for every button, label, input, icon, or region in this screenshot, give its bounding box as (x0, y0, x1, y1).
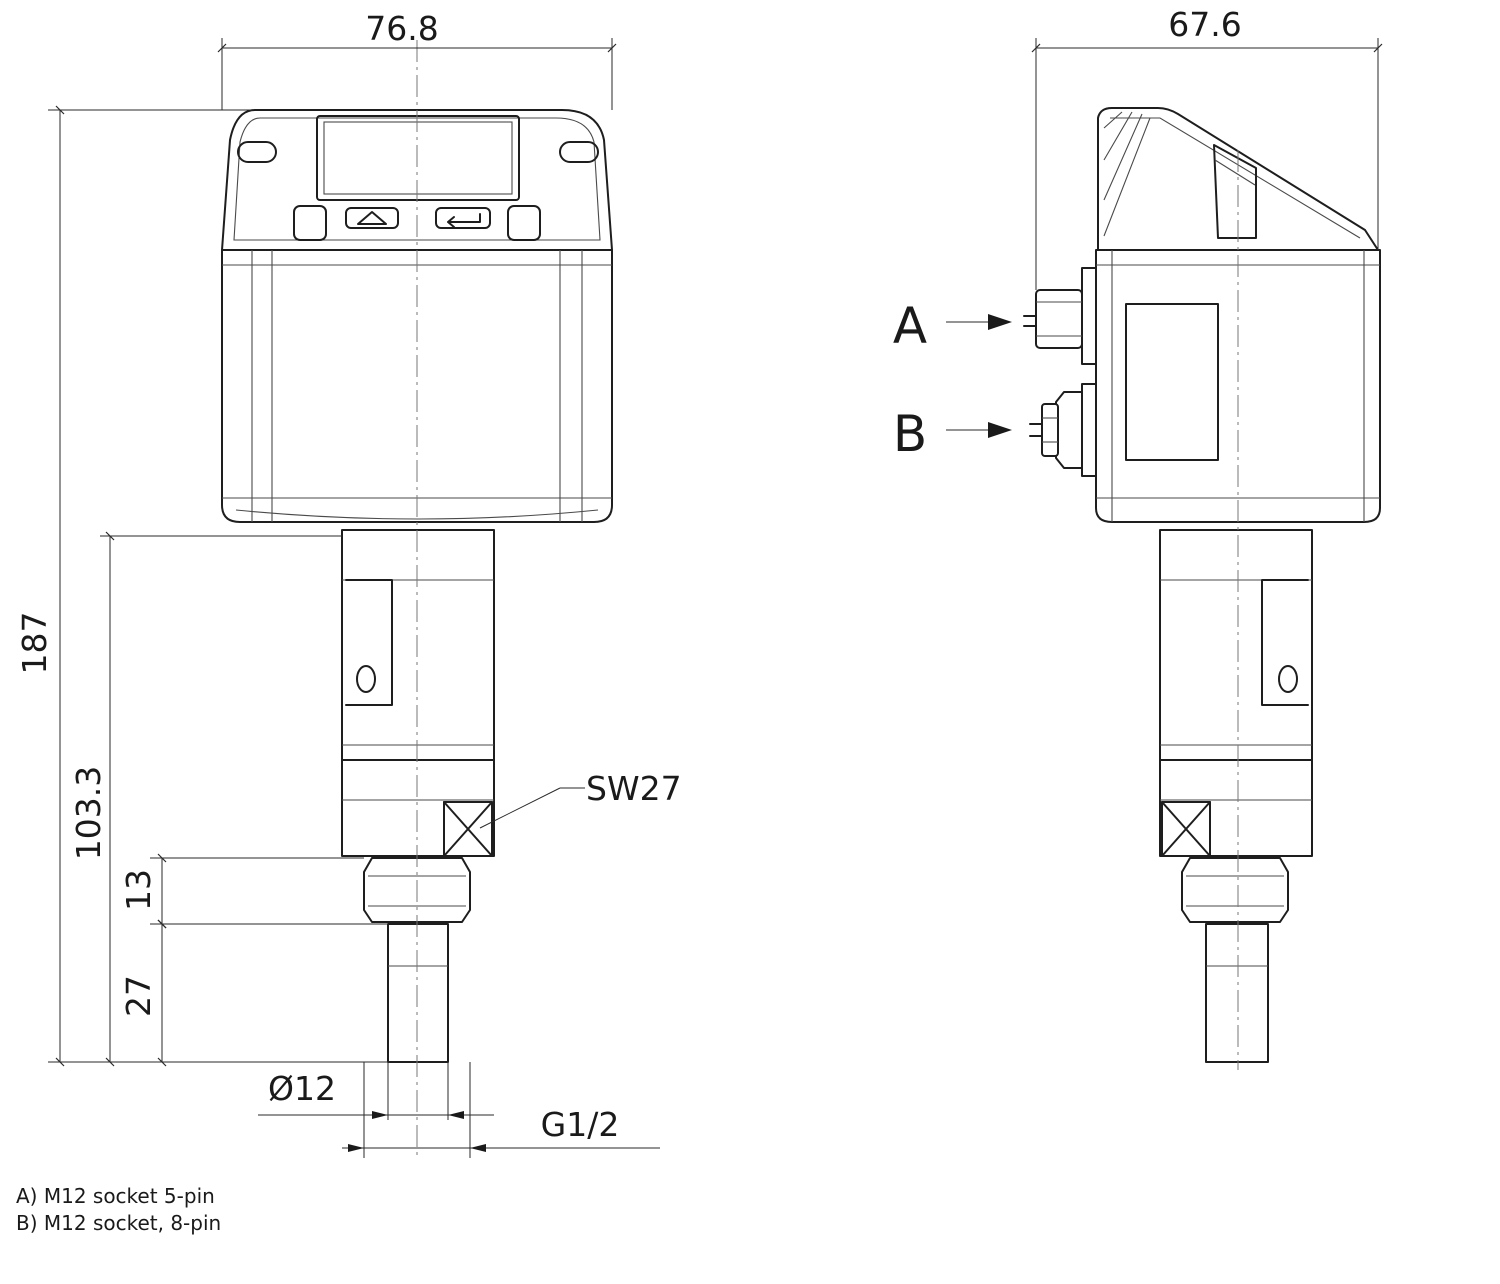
side-dimensions: 67.6 A B (893, 5, 1383, 463)
dim-side-width: 67.6 (1168, 5, 1241, 44)
dim-thread-length: 13 (119, 869, 158, 911)
dim-probe-diameter: Ø12 (268, 1069, 336, 1108)
callout-a: A (893, 297, 927, 355)
front-dimensions: 76.8 187 103.3 13 27 Ø12 G1/2 (15, 9, 682, 1158)
note-a: A) M12 socket 5-pin (16, 1184, 215, 1208)
label-wrench-size: SW27 (586, 769, 682, 808)
callout-a-arrow (988, 314, 1012, 330)
dim-thread-size: G1/2 (541, 1105, 620, 1144)
callout-b-arrow (988, 422, 1012, 438)
dim-lower-height: 103.3 (69, 766, 108, 860)
legend-notes: A) M12 socket 5-pin B) M12 socket, 8-pin (16, 1184, 221, 1235)
callout-b: B (893, 405, 927, 463)
dim-front-width: 76.8 (365, 9, 438, 48)
front-view (221, 40, 613, 1160)
side-view (1023, 107, 1381, 1070)
dim-probe-length: 27 (119, 975, 158, 1017)
note-b: B) M12 socket, 8-pin (16, 1211, 221, 1235)
dim-overall-height: 187 (15, 612, 54, 675)
